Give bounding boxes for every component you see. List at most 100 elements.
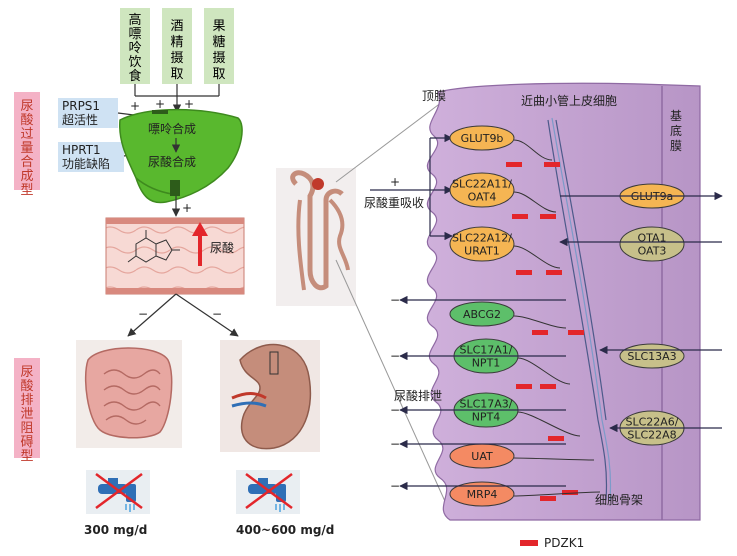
to-kidney-minus: − [212,307,222,321]
svg-text:SLC22A11/: SLC22A11/ [452,178,512,191]
overproduction-type-box: 尿酸过量合成型 [14,92,40,198]
pdzk1-scaffold [506,162,522,167]
svg-text:NPT4: NPT4 [472,411,501,424]
svg-text:SLC22A8: SLC22A8 [627,429,676,442]
liver-blood-plus: + [182,201,192,215]
pdzk1-scaffold [540,496,556,501]
transporter-link [513,457,595,461]
blood-vessel [105,217,245,295]
zoom-guides [335,95,451,509]
diet-purine-label: 高嘌呤饮食 [128,12,141,84]
basolateral-transporter-2: SLC13A3 [619,343,685,369]
pdzk1-scaffold [544,162,560,167]
urate-label: 尿酸 [210,240,234,255]
transporter-link [513,315,567,329]
diet-box-alcohol: 酒精摄取 [162,8,192,84]
svg-text:SLC22A6/: SLC22A6/ [625,416,678,429]
svg-text:OAT4: OAT4 [468,191,497,204]
hprt1-box: HPRT1 功能缺陷 [58,142,124,172]
pdzk1-scaffold [516,384,532,389]
excretion-minus-3: − [390,437,400,451]
prps1-name: PRPS1 [62,99,100,113]
excretion-minus-2: − [390,403,400,417]
transporter-link [513,245,561,269]
excretion-label: 尿酸排泄 [394,388,442,403]
to-intestine-minus: − [138,307,148,321]
pdzk1-scaffold [568,330,584,335]
cytoskeleton-fiber [547,117,612,501]
diet-box-fructose: 果糖摄取 [204,8,234,84]
svg-text:NPT1: NPT1 [472,357,501,370]
overproduction-type-label: 尿酸过量合成型 [20,99,33,198]
apical-transporter-0: GLUT9b [449,125,515,151]
pdzk1-scaffold [512,214,528,219]
svg-text:OTA1: OTA1 [637,232,666,245]
transporter-link [513,491,601,497]
svg-text:SLC17A3/: SLC17A3/ [459,398,512,411]
prps1-box: PRPS1 超活性 [58,98,118,128]
apical-transporter-3: ABCG2 [449,301,515,327]
excretion-minus-1: − [390,349,400,363]
diet-plus-left: + [155,97,165,111]
faucet-icon-kidney [236,470,300,514]
excretion-minus-4: − [390,479,400,493]
transporter-link [517,357,571,385]
apical-membrane-label: 顶膜 [422,89,446,103]
liver [119,108,243,204]
diet-fructose-label: 果糖摄取 [212,19,225,82]
svg-text:MRP4: MRP4 [467,488,498,501]
transporter-link [513,191,557,213]
pdzk1-scaffold [548,436,564,441]
svg-text:ABCG2: ABCG2 [463,308,501,321]
pdzk1-scaffold [540,214,556,219]
apical-transporter-1: SLC22A11/OAT4 [449,172,515,208]
excretion-type-label: 尿酸排泄阻碍型 [20,365,33,464]
nephron-image [276,168,356,306]
reabsorption-bracket [370,133,453,241]
to-intestine-arrow [127,293,177,337]
pdzk1-legend-swatch [520,540,538,546]
urate-arrow-head [192,222,208,236]
urate-molecule [127,230,180,263]
svg-text:SLC13A3: SLC13A3 [627,350,676,363]
prps1-plus: + [130,99,140,113]
diet-box-purine: 高嘌呤饮食 [120,8,150,84]
diet-plus-right: + [184,97,194,111]
svg-text:UAT: UAT [471,450,493,463]
reabsorption-plus: + [390,175,400,189]
purine-synthesis-label: 嘌呤合成 [148,121,196,136]
pdzk1-scaffold [532,330,548,335]
svg-text:OAT3: OAT3 [638,245,667,258]
prps1-desc: 超活性 [62,112,98,127]
basolateral-membrane-label: 基底膜 [670,109,682,153]
transporter-link [513,139,553,161]
pdzk1-scaffold [540,384,556,389]
intestine-image [76,340,182,448]
diet-alcohol-label: 酒精摄取 [170,19,183,82]
apical-transporter-2: SLC22A12/URAT1 [449,226,515,262]
kidney-image [220,340,320,452]
excretion-minus-0: − [390,293,400,307]
apical-transporter-5: SLC17A3/NPT4 [453,392,519,428]
intestine-amount: 300 mg/d [84,523,147,537]
pdzk1-scaffold [562,490,578,495]
kidney-amount: 400~600 mg/d [236,523,334,537]
to-kidney-arrow [175,293,239,337]
apical-transporter-6: UAT [449,443,515,469]
pdzk1-scaffold [546,270,562,275]
faucet-icon-intestine [86,470,150,514]
pdzk1-legend-label: PDZK1 [544,536,584,550]
transporter-layer: GLUT9bSLC22A11/OAT4SLC22A12/URAT1ABCG2SL… [390,125,723,507]
hprt1-desc: 功能缺陷 [62,156,110,171]
svg-text:GLUT9b: GLUT9b [461,132,504,145]
svg-text:SLC17A1/: SLC17A1/ [459,344,512,357]
excretion-type-box: 尿酸排泄阻碍型 [14,358,40,464]
hprt1-name: HPRT1 [62,143,101,157]
cytoskeleton-label: 细胞骨架 [595,493,643,507]
cell-title: 近曲小管上皮细胞 [521,93,617,108]
urate-synthesis-label: 尿酸合成 [148,154,196,169]
pdzk1-scaffold [516,270,532,275]
